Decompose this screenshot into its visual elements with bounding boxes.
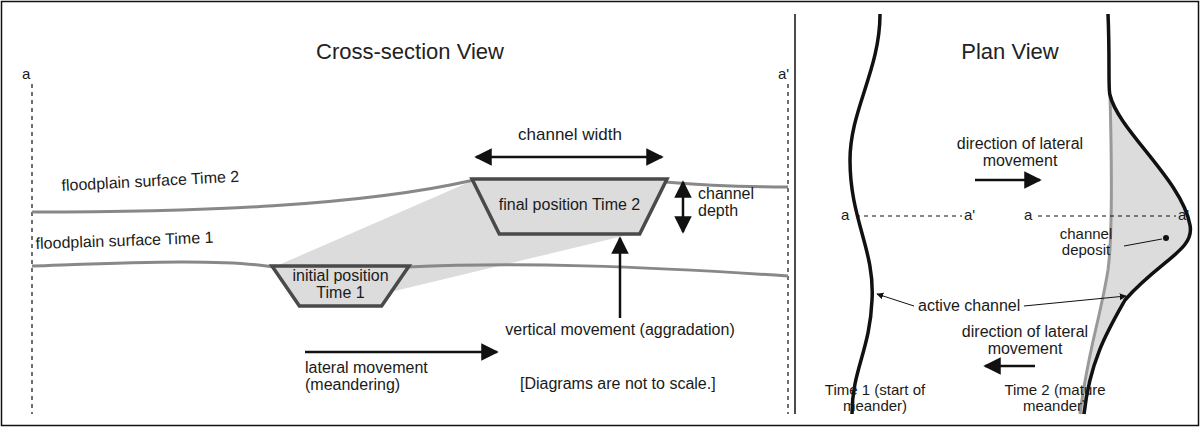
view-title: Cross-section View	[260, 40, 560, 63]
time-label: Time 1 (start of meander)	[800, 382, 950, 414]
section-letter: a	[22, 66, 42, 82]
direction-arrow	[985, 365, 1035, 368]
channel-box: final position Time 2	[472, 179, 667, 234]
direction-label: direction of lateral movement	[930, 324, 1120, 358]
movement-label: lateral movement (meandering)	[305, 360, 480, 394]
channel-line	[1084, 14, 1190, 414]
note: [Diagrams are not to scale.]	[520, 376, 760, 393]
box-text: initial position Time 1	[288, 266, 393, 304]
leader-line	[1124, 239, 1162, 246]
section-line	[856, 215, 962, 216]
direction-arrow	[975, 179, 1040, 182]
channel-label: active channel	[918, 298, 1028, 315]
surface-label: floodplain surface Time 2	[61, 167, 282, 195]
section-letter: a	[1024, 207, 1040, 223]
movement-label: vertical movement (aggradation)	[500, 322, 740, 339]
view-title: Plan View	[880, 40, 1140, 63]
deposit-dot	[1163, 235, 1169, 241]
dimension-label: channel width	[500, 126, 640, 144]
section-line	[1038, 215, 1176, 216]
floodplain-line	[32, 262, 274, 267]
section-line	[787, 84, 788, 414]
dimension-label: channel depth	[698, 186, 768, 220]
section-line	[31, 84, 32, 414]
floodplain-line	[407, 265, 788, 276]
direction-label: direction of lateral movement	[925, 136, 1115, 170]
channel-box: initial position Time 1	[272, 266, 409, 306]
time-label: Time 2 (mature meander)	[980, 382, 1130, 414]
depth-arrow	[682, 182, 685, 232]
section-letter: a'	[964, 207, 984, 223]
deposit-label: channel deposit	[1050, 226, 1122, 258]
section-letter: a'	[1178, 207, 1196, 223]
divider	[794, 14, 796, 414]
leader-line	[1024, 296, 1126, 306]
surface-label: floodplain surface Time 1	[35, 228, 255, 252]
section-letter: a	[841, 207, 857, 223]
leader-line	[877, 294, 914, 306]
vertical-arrow	[619, 238, 622, 318]
box-text: final position Time 2	[488, 195, 651, 216]
width-arrow	[476, 156, 662, 159]
channel-line	[850, 14, 880, 414]
lateral-arrow	[305, 351, 497, 354]
section-letter: a'	[778, 66, 798, 82]
